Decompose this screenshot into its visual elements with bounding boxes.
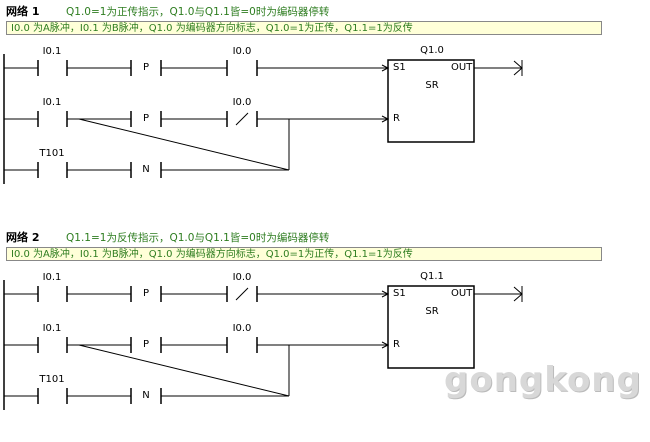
contact-label: I0.0 — [232, 323, 252, 334]
block-name: SR — [425, 80, 439, 91]
pin-s1: S1 — [393, 62, 406, 73]
network-2-comment[interactable]: Q1.1=1为反传指示，Q1.0与Q1.1皆=0时为编码器停转 — [66, 232, 330, 244]
block-name: SR — [425, 306, 439, 317]
contact-label: I0.0 — [232, 97, 252, 108]
edge-detector-label: P — [142, 62, 150, 73]
contact-label: I0.1 — [42, 323, 62, 334]
network-2-description[interactable]: I0.0 为A脉冲，I0.1 为B脉冲，Q1.0 为编码器方向标志，Q1.0=1… — [6, 247, 602, 261]
contact-label: T101 — [39, 148, 65, 159]
coil-label: Q1.0 — [420, 45, 444, 56]
network-2-title[interactable]: 网络 2 — [6, 231, 40, 244]
wire — [78, 118, 290, 171]
wire — [78, 344, 290, 397]
contact-label: T101 — [39, 374, 65, 385]
network-1-diagram — [3, 54, 523, 184]
edge-detector-label: P — [142, 288, 150, 299]
network-1-description[interactable]: I0.0 为A脉冲，I0.1 为B脉冲，Q1.0 为编码器方向标志，Q1.0=1… — [6, 21, 602, 35]
pin-r: R — [393, 339, 400, 350]
nc-slash — [235, 112, 249, 126]
network-1-comment[interactable]: Q1.0=1为正传指示，Q1.0与Q1.1皆=0时为编码器停转 — [66, 6, 330, 18]
edge-detector-label: N — [142, 390, 150, 401]
edge-detector-label: P — [142, 113, 150, 124]
contact-label: I0.0 — [232, 272, 252, 283]
contact-label: I0.1 — [42, 97, 62, 108]
coil-label: Q1.1 — [420, 271, 444, 282]
pin-out: OUT — [451, 288, 473, 299]
network-1-title[interactable]: 网络 1 — [6, 5, 40, 18]
pin-s1: S1 — [393, 288, 406, 299]
watermark: gongkong — [444, 360, 642, 400]
contact-label: I0.1 — [42, 46, 62, 57]
pin-out: OUT — [451, 62, 473, 73]
contact-label: I0.0 — [232, 46, 252, 57]
network-2-diagram — [3, 280, 523, 410]
contact-label: I0.1 — [42, 272, 62, 283]
nc-slash — [235, 287, 249, 301]
edge-detector-label: P — [142, 339, 150, 350]
pin-r: R — [393, 113, 400, 124]
sr-block — [387, 59, 475, 143]
edge-detector-label: N — [142, 164, 150, 175]
sr-block — [387, 285, 475, 369]
